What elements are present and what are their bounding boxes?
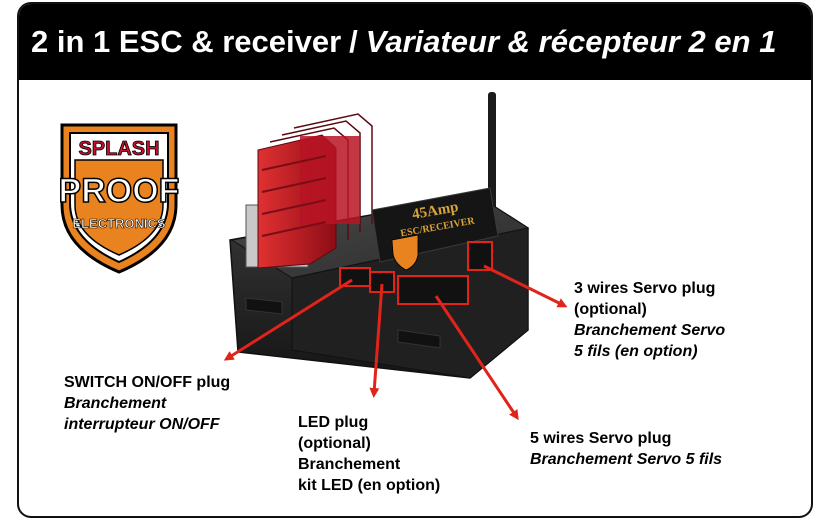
callout-servo5-line2: Branchement Servo 5 fils [530, 451, 723, 468]
title-french: Variateur & récepteur 2 en 1 [365, 24, 777, 59]
title-bar: 2 in 1 ESC & receiver / Variateur & réce… [19, 4, 811, 80]
callout-switch: SWITCH ON/OFF plug Branchement interrupt… [64, 372, 230, 435]
callout-switch-line3: interrupteur ON/OFF [64, 416, 220, 433]
arrow-servo5 [434, 295, 519, 421]
callout-led-line3: Branchement [298, 456, 401, 473]
arrow-servo3 [483, 264, 568, 308]
badge-bottom-text: ELECTRONICS [72, 216, 166, 231]
title-separator: / [349, 24, 358, 59]
arrow-switch [223, 278, 353, 361]
servo5-plug [397, 275, 469, 305]
callout-servo3-line1: 3 wires Servo plug [574, 280, 716, 297]
callout-switch-line1: SWITCH ON/OFF plug [64, 374, 231, 391]
callout-servo3-line3: Branchement Servo [574, 322, 726, 339]
arrow-led [369, 283, 384, 398]
badge-middle-text: PROOF [59, 172, 180, 210]
callout-servo5-line1: 5 wires Servo plug [530, 430, 672, 447]
servo3-plug [467, 241, 493, 271]
diagram-frame: 2 in 1 ESC & receiver / Variateur & réce… [17, 2, 813, 518]
esc-receiver-device: 45Amp ESC/RECEIVER [229, 92, 530, 379]
callout-led-line4: kit LED (en option) [298, 477, 441, 494]
callout-servo5: 5 wires Servo plug Branchement Servo 5 f… [530, 428, 722, 470]
splash-proof-badge: SPLASH PROOF ELECTRONICS [58, 123, 180, 274]
callout-servo3: 3 wires Servo plug (optional) Branchemen… [574, 278, 725, 362]
device-rating: 45Amp [411, 199, 460, 223]
callout-led-line1: LED plug [298, 414, 369, 431]
title-english: 2 in 1 ESC & receiver [31, 24, 342, 59]
callout-servo3-line4: 5 fils (en option) [574, 343, 698, 360]
callout-led-line2: (optional) [298, 435, 371, 452]
callout-switch-line2: Branchement [64, 395, 167, 412]
callout-arrows [223, 264, 568, 421]
callout-led: LED plug (optional) Branchement kit LED … [298, 412, 440, 496]
callout-servo3-line2: (optional) [574, 301, 647, 318]
badge-top-text: SPLASH [78, 138, 159, 160]
heatsink [245, 113, 373, 269]
